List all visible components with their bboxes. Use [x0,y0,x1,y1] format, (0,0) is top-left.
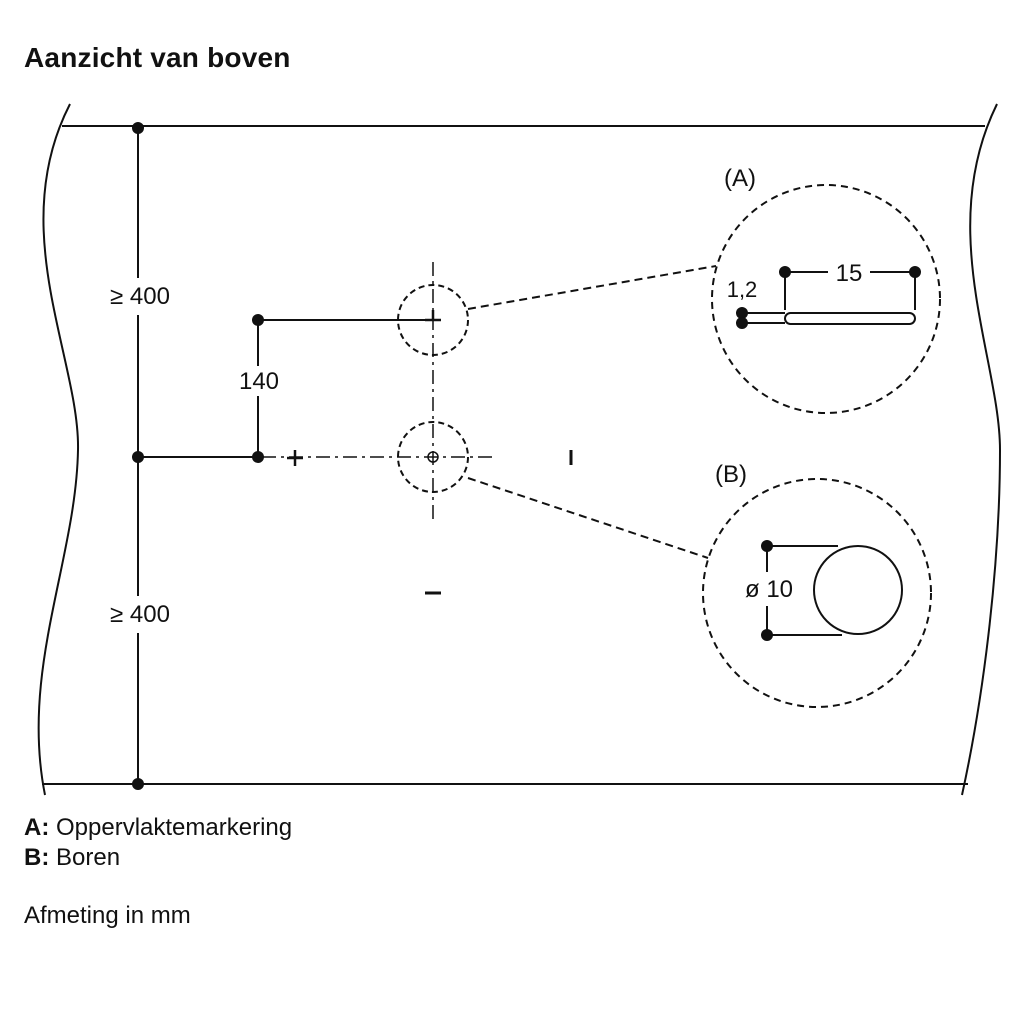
panel-left-break-curve [37,103,80,796]
drill-dim-dot-top [761,540,773,552]
dimension-dot-center [132,451,144,463]
dimension-label-slot-length: 15 [836,260,863,287]
legend-text: Boren [49,844,121,871]
slot-marking [784,312,916,325]
dimension-dot-140-top [252,314,264,326]
dimension-label-140: 140 [239,368,279,395]
unit-note: Afmeting in mm [24,902,191,929]
legend-key: B: [24,844,50,871]
panel-right-break-curve [961,103,1002,796]
legend-key: A: [24,814,50,841]
dimension-label-top-gap: ≥ 400 [110,283,170,310]
leader-line-b [467,477,709,559]
legend-item-a: A: Oppervlaktemarkering [24,813,292,843]
detail-circle-a-large [711,184,941,414]
slot-width-dot-bottom [736,317,748,329]
top-view-drawing: ≥ 400 ≥ 400 140 (A) (B) 1,2 15 ø 10 [37,103,1002,796]
dimension-dot-top [132,122,144,134]
leader-line-a [467,265,717,310]
dimension-dot-140-bottom [252,451,264,463]
slot-width-dot-top [736,307,748,319]
dimension-dot-bottom [132,778,144,790]
slot-length-dot-right [909,266,921,278]
dimension-label-drill-diameter: ø 10 [745,576,793,603]
drill-dim-dot-bottom [761,629,773,641]
callout-label-b: (B) [715,461,747,488]
drill-hole-large [813,545,903,635]
page-title: Aanzicht van boven [24,42,291,73]
detail-circle-b-large [702,478,932,708]
drill-hole-small [427,451,439,463]
detail-circle-a-small [397,284,469,356]
dimension-label-slot-width: 1,2 [727,277,758,302]
slot-length-dot-left [779,266,791,278]
legend-item-b: B: Boren [24,843,120,873]
dimension-label-bottom-gap: ≥ 400 [110,601,170,628]
callout-label-a: (A) [724,165,756,192]
legend-text: Oppervlaktemarkering [49,814,293,841]
detail-circle-b-small [397,421,469,493]
